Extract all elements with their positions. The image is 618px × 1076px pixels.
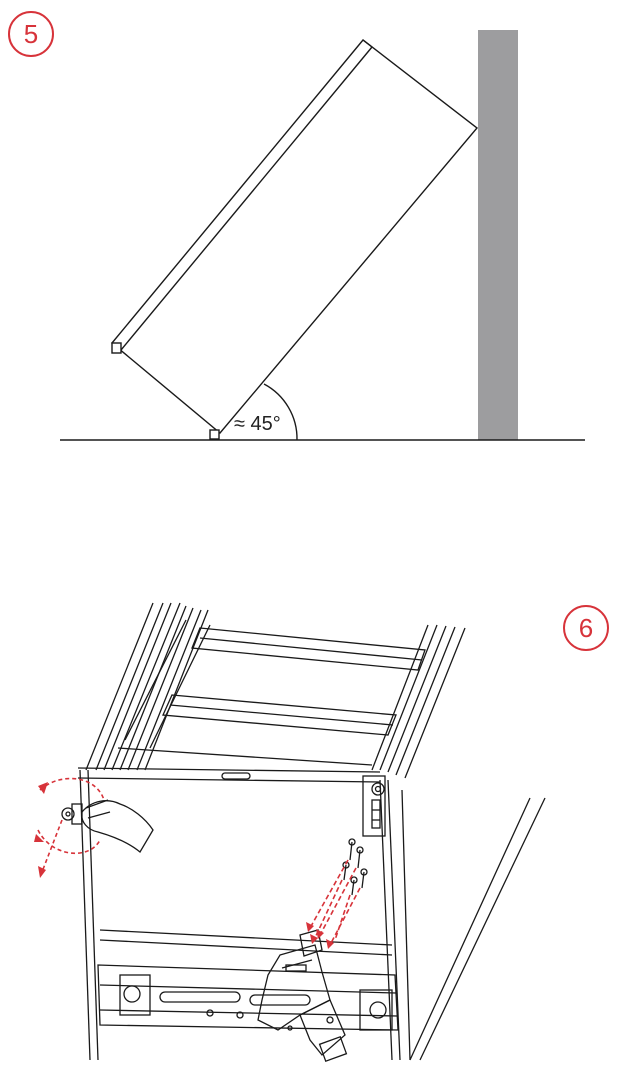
step-6-badge: 6 bbox=[563, 605, 609, 651]
screw-arrowheads bbox=[306, 922, 334, 949]
rotation-arrowheads bbox=[34, 782, 48, 878]
angle-arc bbox=[263, 383, 298, 441]
cabinet-right-rails bbox=[371, 624, 466, 779]
cabinet-crossbars bbox=[117, 619, 426, 766]
left-knob bbox=[61, 803, 83, 825]
cabinet-body bbox=[79, 769, 546, 1061]
hand-icon bbox=[81, 799, 154, 853]
cabinet-top-edge bbox=[77, 767, 381, 783]
power-screwdriver-icon bbox=[257, 929, 348, 1063]
hinge-bracket bbox=[362, 775, 386, 837]
step-5-badge: 5 bbox=[8, 11, 54, 57]
cabinet-left-rails bbox=[85, 602, 209, 771]
angle-label: ≈ 45° bbox=[234, 413, 281, 435]
screw-icon bbox=[342, 838, 368, 896]
screw-direction-arrows bbox=[309, 859, 361, 946]
tilted-appliance bbox=[111, 39, 479, 440]
bottom-hardware bbox=[97, 964, 399, 1031]
wall bbox=[478, 30, 518, 440]
rotation-arrow-icon bbox=[37, 777, 105, 873]
